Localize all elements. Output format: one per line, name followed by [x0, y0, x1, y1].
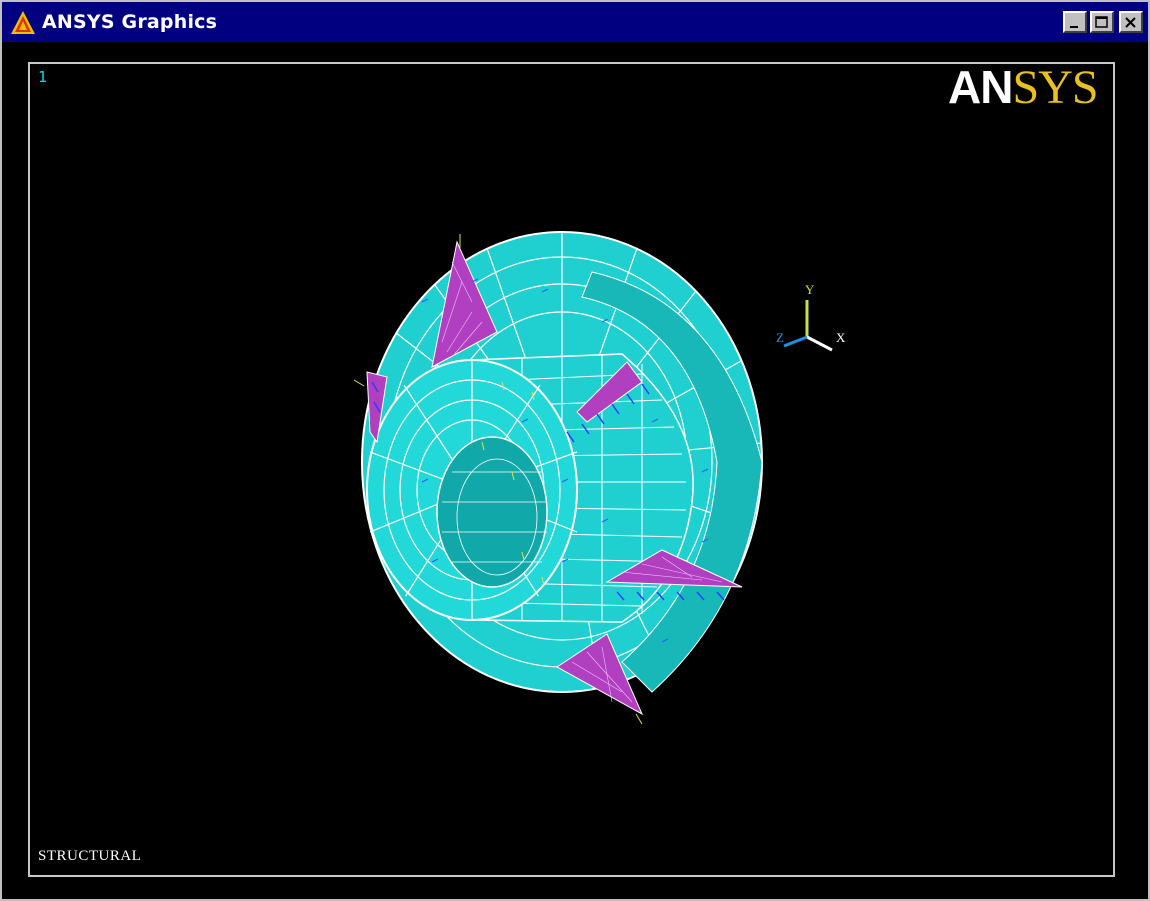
title-bar[interactable]: ANSYS Graphics	[2, 2, 1148, 42]
logo-bold-part: AN	[948, 61, 1013, 113]
graphics-viewport-frame[interactable]	[28, 62, 1115, 877]
maximize-icon	[1095, 16, 1108, 28]
constraint-texture	[441, 261, 723, 703]
analysis-type-label: STRUCTURAL	[38, 848, 142, 864]
triad-x-label: X	[836, 330, 846, 345]
minimize-icon	[1070, 26, 1078, 28]
window-number-label: 1	[38, 68, 48, 86]
load-symbols	[353, 234, 725, 725]
triad-y-label: Y	[805, 282, 815, 297]
close-button[interactable]	[1119, 11, 1143, 33]
ansys-logo: ANSYS	[948, 61, 1099, 114]
coordinate-triad: Y X Z	[776, 282, 846, 352]
close-icon	[1125, 17, 1136, 28]
center-bore	[436, 436, 548, 588]
triad-z-label: Z	[776, 330, 784, 345]
logo-accent-part: SYS	[1012, 61, 1098, 114]
minimize-button[interactable]	[1063, 11, 1087, 33]
maximize-button[interactable]	[1090, 11, 1114, 33]
window-title: ANSYS Graphics	[42, 11, 218, 33]
ansys-app-icon	[11, 11, 35, 34]
